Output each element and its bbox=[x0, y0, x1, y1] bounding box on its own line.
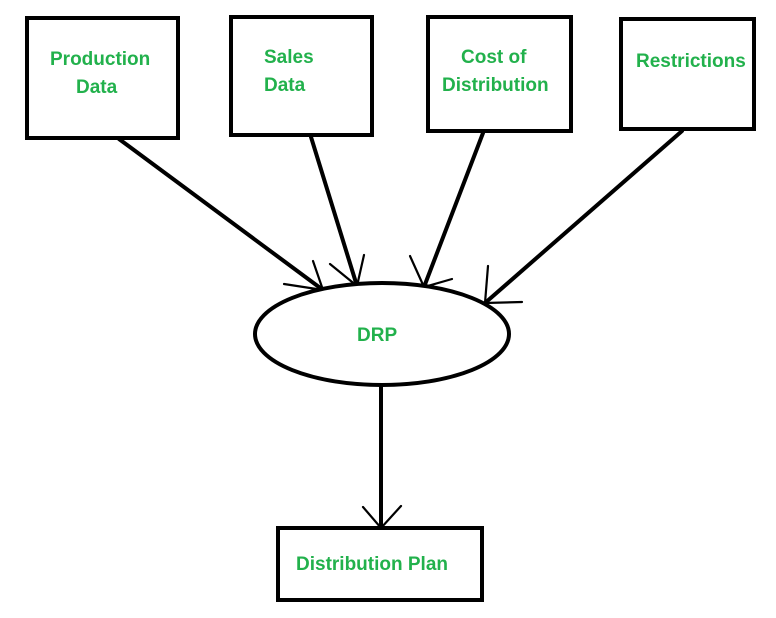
edge-line bbox=[309, 135, 359, 288]
edge-line bbox=[422, 131, 485, 289]
distribution-plan-label: Distribution Plan bbox=[296, 554, 448, 575]
distribution-plan-box bbox=[276, 526, 484, 602]
edge-line bbox=[117, 137, 325, 292]
restrictions-node: Restrictions bbox=[619, 17, 756, 131]
edge-restrictions-to-drp bbox=[483, 129, 684, 305]
production-data-label-line2: Data bbox=[76, 77, 118, 98]
restrictions-label: Restrictions bbox=[636, 51, 746, 72]
edge-sales-to-drp bbox=[309, 135, 366, 288]
cost-of-distribution-node: Cost of Distribution bbox=[426, 15, 573, 133]
production-data-label-line1: Production bbox=[50, 49, 150, 70]
sales-data-label-line1: Sales bbox=[264, 47, 314, 68]
drp-node: DRP bbox=[253, 281, 511, 387]
sales-data-label-line2: Data bbox=[264, 75, 306, 96]
edge-production-to-drp bbox=[117, 137, 325, 292]
sales-data-box bbox=[229, 15, 374, 137]
sales-data-node: Sales Data bbox=[229, 15, 374, 137]
cost-of-distribution-label-line2: Distribution bbox=[442, 75, 549, 96]
edge-drp-to-plan bbox=[361, 384, 403, 530]
cost-of-distribution-label-line1: Cost of bbox=[461, 47, 527, 68]
distribution-plan-node: Distribution Plan bbox=[276, 526, 484, 602]
restrictions-box bbox=[619, 17, 756, 131]
drp-label: DRP bbox=[357, 325, 397, 346]
edge-line bbox=[483, 129, 684, 305]
production-data-node: Production Data bbox=[25, 16, 180, 140]
production-data-box bbox=[25, 16, 180, 140]
cost-of-distribution-box bbox=[426, 15, 573, 133]
edge-cost-to-drp bbox=[408, 131, 485, 289]
